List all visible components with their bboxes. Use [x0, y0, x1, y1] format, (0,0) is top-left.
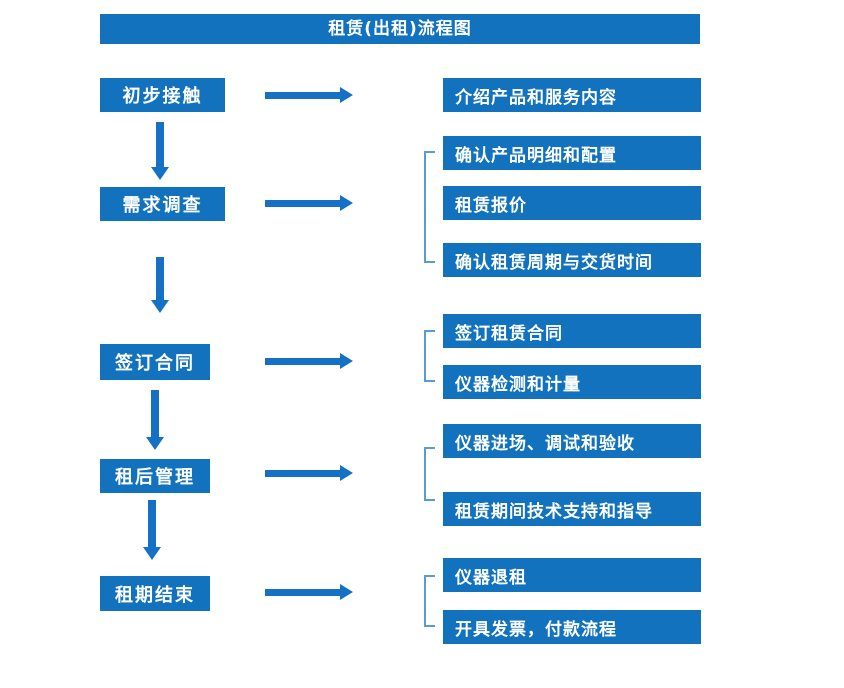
detail-box-introduce-products: 介绍产品和服务内容 — [443, 78, 701, 112]
step-box-post-rental-management: 租后管理 — [100, 459, 210, 493]
down-arrow-2-icon — [151, 257, 169, 313]
down-arrow-3-icon — [146, 390, 164, 450]
step-box-rental-end: 租期结束 — [100, 576, 210, 611]
step-box-demand-survey: 需求调查 — [100, 187, 225, 221]
right-arrow-5-icon — [265, 584, 353, 600]
detail-box-invoice-payment: 开具发票，付款流程 — [443, 610, 701, 644]
right-arrow-2-icon — [265, 195, 353, 211]
right-arrow-1-icon — [265, 87, 353, 103]
bracket-demand-survey-group-icon — [424, 151, 435, 263]
detail-box-confirm-product-details: 确认产品明细和配置 — [443, 136, 701, 170]
step-box-initial-contact: 初步接触 — [100, 78, 225, 112]
right-arrow-4-icon — [265, 465, 353, 481]
detail-box-confirm-rental-period: 确认租赁周期与交货时间 — [443, 243, 701, 277]
detail-box-instrument-commissioning: 仪器进场、调试和验收 — [443, 424, 701, 458]
down-arrow-1-icon — [151, 122, 169, 180]
step-box-sign-contract: 签订合同 — [100, 344, 210, 380]
detail-box-instrument-testing: 仪器检测和计量 — [443, 365, 701, 399]
detail-box-technical-support: 租赁期间技术支持和指导 — [443, 492, 701, 526]
bracket-sign-contract-group-icon — [424, 330, 435, 382]
detail-box-instrument-return: 仪器退租 — [443, 558, 701, 592]
detail-box-rental-quotation: 租赁报价 — [443, 186, 701, 220]
bracket-rental-end-group-icon — [424, 575, 435, 627]
flowchart-title: 租赁(出租)流程图 — [100, 14, 700, 44]
detail-box-sign-rental-contract: 签订租赁合同 — [443, 314, 701, 348]
bracket-post-rental-group-icon — [424, 447, 435, 501]
right-arrow-3-icon — [265, 353, 353, 369]
down-arrow-4-icon — [143, 500, 161, 560]
